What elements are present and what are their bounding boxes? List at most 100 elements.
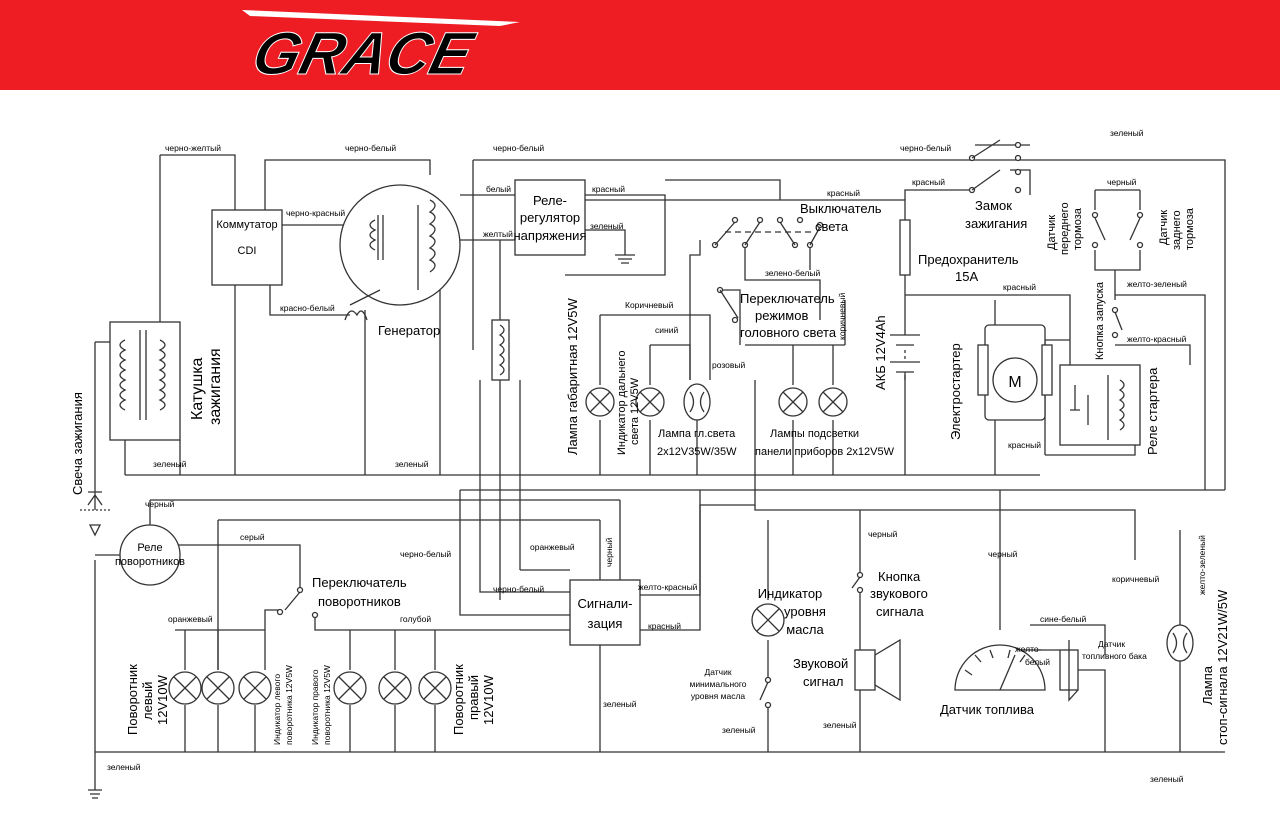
headlight-mode-switch-label: Переключатель — [740, 291, 835, 306]
left-turn-label: Поворотник — [125, 664, 140, 735]
turn-lamp-l2-icon — [201, 671, 235, 705]
turn-relay: Реле поворотников — [115, 524, 185, 586]
svg-text:черно-красный: черно-красный — [286, 208, 345, 218]
ignition-lock — [968, 139, 1022, 194]
svg-text:заднего: заднего — [1171, 210, 1183, 250]
svg-text:желто-зеленый: желто-зеленый — [1197, 535, 1207, 595]
dash-lamps-label: Лампы подсветки — [770, 428, 859, 440]
svg-text:желто-: желто- — [1015, 644, 1042, 654]
svg-text:12V10W: 12V10W — [155, 674, 170, 725]
svg-text:15А: 15А — [955, 269, 978, 284]
svg-text:зажигания: зажигания — [965, 216, 1027, 231]
light-switch-contacts — [711, 216, 824, 324]
svg-text:красный: красный — [1003, 282, 1036, 292]
voltage-regulator: Реле- регулятор напряжения — [514, 179, 587, 256]
svg-text:панели приборов 2х12V5W: панели приборов 2х12V5W — [755, 446, 895, 458]
front-brake-sensor-label: Датчик — [1046, 215, 1058, 250]
svg-text:сине-белый: сине-белый — [1040, 614, 1087, 624]
svg-text:правый: правый — [466, 675, 481, 720]
svg-text:черно-белый: черно-белый — [345, 143, 396, 153]
high-beam-indicator-label: Индикатор дальнего — [616, 351, 628, 455]
svg-text:зеленый: зеленый — [823, 720, 857, 730]
svg-text:желто-зеленый: желто-зеленый — [1127, 279, 1187, 289]
svg-text:регулятор: регулятор — [520, 210, 580, 225]
svg-text:черно-белый: черно-белый — [493, 584, 544, 594]
svg-text:головного света: головного света — [740, 325, 837, 340]
oil-sensor-label: Датчик — [704, 667, 731, 677]
turn-indicator-r-icon — [333, 671, 367, 705]
grace-logo: GRACE — [242, 10, 520, 87]
svg-text:красный: красный — [592, 184, 625, 194]
svg-text:оранжевый: оранжевый — [530, 542, 575, 552]
ignition-coil — [109, 321, 181, 441]
component-labels: Выключатель света Переключатель режимов … — [70, 198, 1230, 745]
brand-header — [0, 0, 1280, 90]
svg-text:топливного бака: топливного бака — [1082, 651, 1147, 661]
svg-text:красный: красный — [1008, 440, 1041, 450]
svg-text:поворотников: поворотников — [115, 556, 185, 568]
oil-indicator-icon — [751, 603, 785, 637]
dash-lamp-1-icon — [778, 387, 808, 417]
svg-text:зеленый: зеленый — [153, 459, 187, 469]
svg-text:напряжения: напряжения — [514, 228, 587, 243]
svg-text:поворотника 12V5W: поворотника 12V5W — [322, 665, 332, 745]
horn-symbol — [854, 638, 901, 702]
stop-lamp-icon — [1166, 624, 1194, 662]
svg-text:красный: красный — [912, 177, 945, 187]
svg-text:красный: красный — [827, 188, 860, 198]
svg-text:Коричневый: Коричневый — [625, 300, 674, 310]
svg-text:тормоза: тормоза — [1184, 207, 1196, 250]
svg-text:белый: белый — [1025, 657, 1050, 667]
svg-text:зажигания: зажигания — [207, 348, 224, 425]
svg-text:сигнала: сигнала — [876, 604, 924, 619]
high-beam-indicator-icon — [635, 387, 665, 417]
svg-text:поворотников: поворотников — [318, 594, 401, 609]
commutator-cdi: Коммутатор CDI — [211, 209, 283, 286]
svg-text:света: света — [815, 219, 849, 234]
svg-text:черный: черный — [145, 499, 175, 509]
electric-starter-label: Электростартер — [948, 343, 963, 440]
svg-text:черный: черный — [1107, 177, 1137, 187]
turn-switch — [276, 586, 319, 619]
svg-text:переднего: переднего — [1059, 202, 1071, 255]
parking-lamp-icon — [585, 387, 615, 417]
svg-text:Реле: Реле — [137, 542, 162, 554]
dash-lamp-2-icon — [818, 387, 848, 417]
horn-label: Звуковой — [793, 656, 848, 671]
svg-text:черно-белый: черно-белый — [900, 143, 951, 153]
svg-text:голубой: голубой — [400, 614, 431, 624]
svg-text:серый: серый — [240, 532, 265, 542]
fuse-symbol — [899, 219, 911, 276]
svg-text:Коммутатор: Коммутатор — [216, 219, 277, 231]
svg-text:черный: черный — [988, 549, 1018, 559]
svg-text:зеленый: зеленый — [395, 459, 429, 469]
svg-text:зеленый: зеленый — [603, 699, 637, 709]
left-turn-indicator-label: Индикатор левого — [272, 674, 282, 745]
svg-text:CDI: CDI — [238, 245, 257, 257]
svg-text:зеленый: зеленый — [722, 725, 756, 735]
horn-button — [851, 571, 864, 594]
svg-text:поворотника 12V5W: поворотника 12V5W — [284, 665, 294, 745]
electric-starter: M — [977, 324, 1053, 421]
ignition-lock-label: Замок — [975, 198, 1012, 213]
svg-text:уровня: уровня — [784, 604, 826, 619]
starter-relay — [1059, 364, 1141, 446]
turn-lamp-r1-icon — [378, 671, 412, 705]
svg-text:розовый: розовый — [712, 360, 746, 370]
turn-indicator-l-icon — [238, 671, 272, 705]
svg-text:красный: красный — [648, 621, 681, 631]
svg-text:уровня масла: уровня масла — [691, 691, 746, 701]
spark-plug-label: Свеча зажигания — [70, 392, 85, 495]
oil-indicator-label: Индикатор — [758, 586, 823, 601]
wires — [88, 144, 1226, 799]
battery-label: АКБ 12V4Ah — [873, 315, 888, 390]
svg-text:12V10W: 12V10W — [481, 674, 496, 725]
ignition-coil-label: Катушка — [189, 357, 206, 420]
svg-text:желто-красный: желто-красный — [1127, 334, 1187, 344]
headlamp-icon — [683, 383, 711, 421]
turn-lamp-l1-icon — [168, 671, 202, 705]
svg-text:тормоза: тормоза — [1072, 207, 1084, 250]
svg-text:зеленый: зеленый — [1150, 774, 1184, 784]
svg-text:стоп-сигнала 12V21W/5W: стоп-сигнала 12V21W/5W — [1215, 589, 1230, 745]
